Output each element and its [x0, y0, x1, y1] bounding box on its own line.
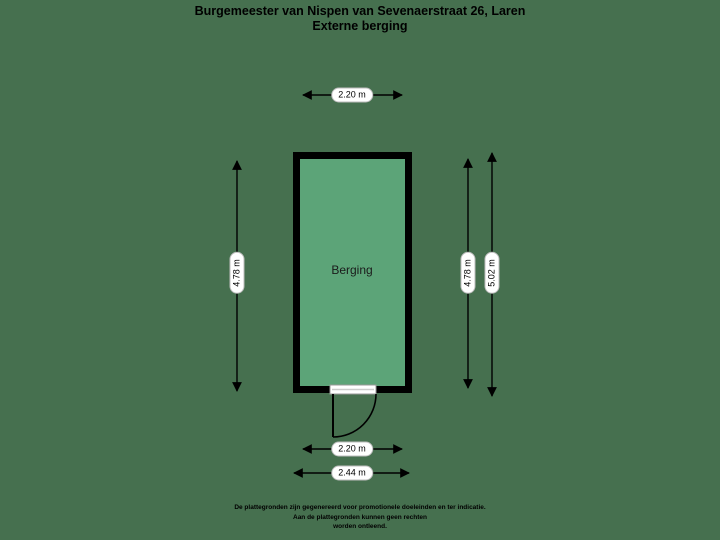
dimension-label-right-outer: 5.02 m [484, 252, 500, 294]
page-title: Burgemeester van Nispen van Sevenaerstra… [0, 4, 720, 34]
disclaimer-line1: De plattegronden zijn gegenereerd voor p… [234, 504, 486, 511]
dimension-label-right-inner: 4.78 m [460, 252, 476, 294]
disclaimer: De plattegronden zijn gegenereerd voor p… [0, 503, 720, 532]
room-floor [300, 159, 405, 386]
dimension-label-bottom-outer: 2.44 m [331, 465, 373, 481]
door-swing-arc [332, 393, 377, 438]
dimension-label-left: 4.78 m [229, 252, 245, 294]
dimension-label-bottom-inner: 2.20 m [331, 441, 373, 457]
page-title-line1: Burgemeester van Nispen van Sevenaerstra… [194, 4, 526, 18]
page-title-line2: Externe berging [312, 19, 408, 33]
room-label: Berging [331, 263, 373, 277]
disclaimer-line3: worden ontleend. [333, 523, 387, 530]
dimension-label-top: 2.20 m [331, 87, 373, 103]
disclaimer-line2: Aan de plattegronden kunnen geen rechten [293, 513, 427, 521]
